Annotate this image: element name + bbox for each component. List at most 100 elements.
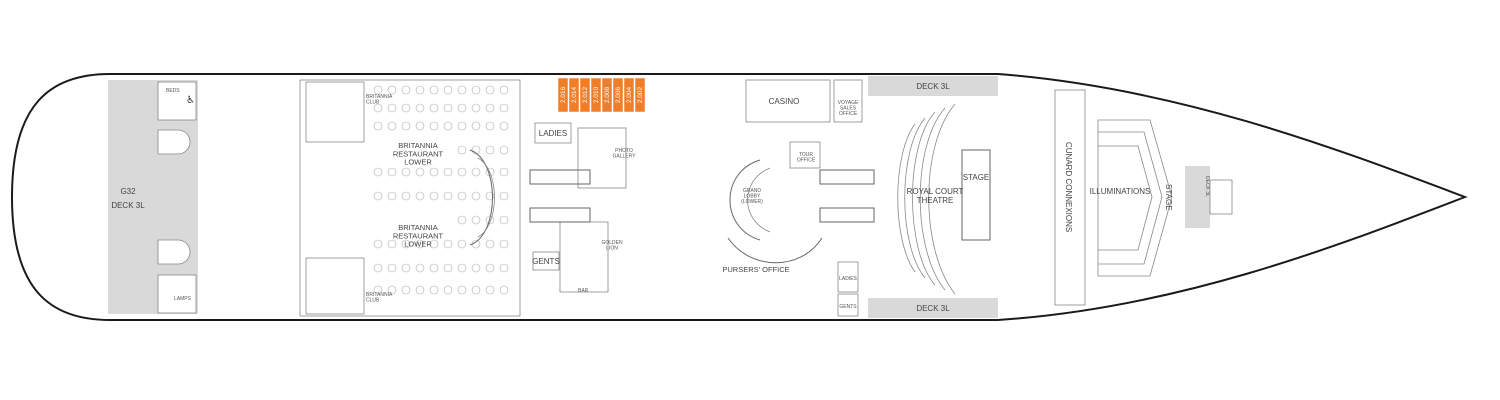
table xyxy=(429,285,439,295)
cabin-2.014[interactable] xyxy=(568,77,580,113)
cabin-number: 2.010 xyxy=(593,86,600,103)
restaurant-stair-curve xyxy=(469,149,493,246)
table xyxy=(429,103,439,113)
table xyxy=(429,121,439,131)
deck-band-top xyxy=(868,76,998,96)
cabin-number: 2.004 xyxy=(626,86,633,103)
table xyxy=(499,145,509,155)
britannia-restaurant-area xyxy=(299,79,521,317)
cabin-2.016[interactable] xyxy=(557,77,569,113)
restaurant-seating xyxy=(373,85,509,295)
table xyxy=(499,191,509,201)
table xyxy=(387,239,397,249)
table xyxy=(457,85,467,95)
aft-stair-top xyxy=(157,81,197,121)
table xyxy=(373,103,383,113)
table xyxy=(471,263,481,273)
lift-bank-right-bottom xyxy=(819,207,875,223)
table xyxy=(429,167,439,177)
table xyxy=(457,167,467,177)
casino-room xyxy=(745,79,831,123)
table xyxy=(485,263,495,273)
cabin-2.004[interactable] xyxy=(623,77,635,113)
table xyxy=(485,103,495,113)
cunard-connexions-room xyxy=(1054,89,1086,306)
table xyxy=(415,191,425,201)
aft-lift-bottom xyxy=(157,239,191,265)
table xyxy=(485,121,495,131)
table xyxy=(387,191,397,201)
table xyxy=(429,263,439,273)
ladies-top-label: LADIES xyxy=(539,129,567,138)
britannia-club-top xyxy=(305,81,365,143)
cabin-number: 2.008 xyxy=(604,86,611,103)
gents-left-label: GENTS xyxy=(532,257,560,266)
cabin-number: 2.016 xyxy=(560,86,567,103)
illuminations-label: ILLUMINATIONS xyxy=(1090,187,1151,196)
table xyxy=(387,285,397,295)
table xyxy=(401,285,411,295)
table xyxy=(471,145,481,155)
restaurant-stair-curve-inner xyxy=(477,157,495,238)
lift-bank-left-bottom xyxy=(529,207,591,223)
voyage-sales-office xyxy=(833,79,863,123)
table xyxy=(415,85,425,95)
cabin-2.010[interactable] xyxy=(590,77,602,113)
table xyxy=(443,103,453,113)
table xyxy=(387,263,397,273)
gents-room-left xyxy=(532,251,560,271)
accessible-icon: ♿ xyxy=(186,95,195,106)
illuminations-stage-label: STAGE xyxy=(1164,184,1173,211)
table xyxy=(387,85,397,95)
cabin-2.006[interactable] xyxy=(612,77,624,113)
table xyxy=(415,285,425,295)
cabin-number: 2.006 xyxy=(615,86,622,103)
pursers-office-label: PURSERS' OFFICE xyxy=(722,265,789,274)
theatre-stage xyxy=(961,149,991,241)
table xyxy=(457,191,467,201)
table xyxy=(499,215,509,225)
table xyxy=(415,167,425,177)
bow-stair xyxy=(1185,166,1210,228)
table xyxy=(471,121,481,131)
grand-lobby-counter xyxy=(727,237,823,264)
table xyxy=(457,239,467,249)
cabin-2.008[interactable] xyxy=(601,77,613,113)
aft-stair-bottom xyxy=(157,274,197,314)
theatre-stage-label: STAGE xyxy=(963,173,990,182)
table xyxy=(499,103,509,113)
table xyxy=(373,121,383,131)
tour-office xyxy=(789,141,821,169)
table xyxy=(499,85,509,95)
table xyxy=(457,263,467,273)
gents-room-right xyxy=(837,293,859,317)
table xyxy=(443,121,453,131)
ladies-room-top xyxy=(534,122,572,144)
table xyxy=(387,121,397,131)
deck-top-label: DECK 3L xyxy=(916,82,950,91)
table xyxy=(443,167,453,177)
table xyxy=(471,167,481,177)
table xyxy=(471,285,481,295)
table xyxy=(415,121,425,131)
table xyxy=(373,191,383,201)
cabin-2.002[interactable] xyxy=(634,77,646,113)
table xyxy=(485,85,495,95)
grand-lobby-stair-inner xyxy=(747,167,771,233)
table xyxy=(373,285,383,295)
table xyxy=(415,239,425,249)
table xyxy=(443,285,453,295)
table xyxy=(387,103,397,113)
cabin-2.012[interactable] xyxy=(579,77,591,113)
aft-lift-top xyxy=(157,129,191,155)
table xyxy=(499,263,509,273)
britannia-club-bottom xyxy=(305,257,365,315)
cabin-number: 2.012 xyxy=(582,86,589,103)
hull-outline xyxy=(10,73,1468,321)
table xyxy=(457,121,467,131)
table xyxy=(485,285,495,295)
